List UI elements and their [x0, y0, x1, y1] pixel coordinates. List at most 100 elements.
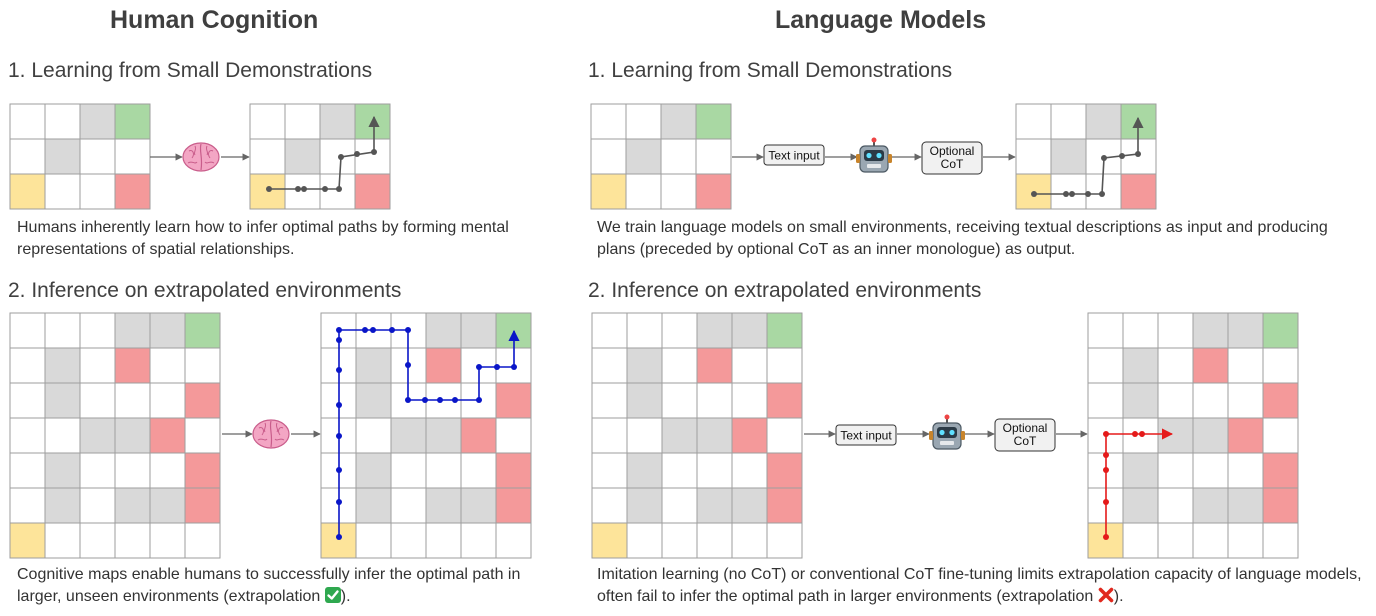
- right-section1-title: 1. Learning from Small Demonstrations: [588, 59, 953, 82]
- path-node: [1099, 191, 1105, 197]
- grid-cell-empty: [660, 173, 697, 210]
- path-node: [1101, 155, 1107, 161]
- grid-cell-empty: [184, 417, 221, 454]
- grid-cell-hazard: [1262, 452, 1299, 489]
- grid-cell-wall: [79, 417, 116, 454]
- grid-cell-empty: [149, 347, 186, 384]
- grid-cell-empty: [79, 138, 116, 175]
- grid-cell-hazard: [1227, 417, 1264, 454]
- grid-cell-empty: [661, 522, 698, 559]
- grid-cell-empty: [661, 487, 698, 524]
- grid-cell-empty: [766, 522, 803, 559]
- grid-cell-wall: [1122, 452, 1159, 489]
- grid-cell-wall: [44, 138, 81, 175]
- grid-cell-hazard: [114, 347, 151, 384]
- path-node: [336, 367, 342, 373]
- grid-cell-hazard: [460, 417, 497, 454]
- path-node: [452, 397, 458, 403]
- grid-cell-empty: [1192, 452, 1229, 489]
- grid-cell-empty: [1015, 138, 1052, 175]
- path-node: [422, 397, 428, 403]
- grid-cell-wall: [626, 347, 663, 384]
- grid-cell-empty: [495, 417, 532, 454]
- grid-cell-empty: [79, 312, 116, 349]
- grid-large-model-output: [1087, 312, 1299, 559]
- check-mark-icon: [324, 587, 341, 603]
- cross-mark-icon: [1098, 587, 1114, 603]
- path-node: [405, 362, 411, 368]
- grid-cell-empty: [149, 382, 186, 419]
- left-caption2-end: ).: [340, 588, 351, 605]
- grid-cell-hazard: [1120, 173, 1157, 210]
- grid-cell-empty: [9, 138, 46, 175]
- grid-cell-empty: [79, 487, 116, 524]
- grid-cell-empty: [1087, 312, 1124, 349]
- grid-cell-goal: [114, 103, 151, 140]
- path-node: [370, 327, 376, 333]
- text-input-label-bottom: Text input: [840, 429, 892, 443]
- path-node: [1139, 431, 1145, 437]
- grid-small-model-input: [590, 103, 732, 210]
- grid-small-human-input: [9, 103, 151, 210]
- grid-cell-wall: [114, 312, 151, 349]
- optional-cot-line2-bottom: CoT: [1014, 434, 1037, 448]
- optional-cot-line2-top: CoT: [941, 157, 964, 171]
- path-node: [476, 397, 482, 403]
- path-node: [295, 186, 301, 192]
- robot-icon: [929, 414, 965, 450]
- path-node: [336, 337, 342, 343]
- path-node: [322, 186, 328, 192]
- grid-cell-hazard: [1262, 382, 1299, 419]
- left-heading: Human Cognition: [110, 6, 319, 34]
- grid-cell-wall: [44, 452, 81, 489]
- grid-cell-empty: [495, 522, 532, 559]
- path-node: [437, 397, 443, 403]
- grid-cell-empty: [184, 347, 221, 384]
- text-input-label-top: Text input: [768, 149, 820, 163]
- path-node: [336, 433, 342, 439]
- path-node: [1103, 499, 1109, 505]
- grid-cell-wall: [1157, 417, 1194, 454]
- path-node: [362, 327, 368, 333]
- grid-cell-wall: [731, 487, 768, 524]
- path-node: [405, 327, 411, 333]
- path-large-human-line: [338, 329, 520, 537]
- grid-cell-empty: [1157, 487, 1194, 524]
- grid-cell-empty: [390, 487, 427, 524]
- grid-cell-wall: [355, 382, 392, 419]
- grid-cell-wall: [625, 138, 662, 175]
- path-node: [1119, 153, 1125, 159]
- grid-cell-wall: [355, 487, 392, 524]
- path-node: [336, 499, 342, 505]
- right-caption2: Imitation learning (no CoT) or conventio…: [597, 564, 1372, 608]
- grid-cell-wall: [696, 312, 733, 349]
- grid-cell-empty: [1262, 347, 1299, 384]
- grid-cell-start: [590, 173, 627, 210]
- optional-cot-line1-bottom: Optional: [1003, 421, 1048, 435]
- grid-cell-empty: [9, 417, 46, 454]
- path-node: [1103, 431, 1109, 437]
- grid-cell-empty: [249, 103, 286, 140]
- right-caption1: We train language models on small enviro…: [597, 219, 1328, 258]
- grid-cell-empty: [149, 522, 186, 559]
- grid-cell-wall: [425, 312, 462, 349]
- grid-cell-empty: [9, 452, 46, 489]
- path-node: [338, 154, 344, 160]
- grid-cell-wall: [1085, 103, 1122, 140]
- grid-cell-wall: [44, 487, 81, 524]
- grid-cell-empty: [626, 417, 663, 454]
- grid-cell-empty: [1227, 382, 1264, 419]
- grid-cell-empty: [79, 173, 116, 210]
- grid-cell-hazard: [184, 487, 221, 524]
- right-caption2-end: ).: [1113, 588, 1124, 605]
- path-node: [371, 149, 377, 155]
- grid-cell-empty: [766, 347, 803, 384]
- grid-cell-empty: [9, 382, 46, 419]
- grid-cell-hazard: [184, 452, 221, 489]
- grid-cell-wall: [114, 487, 151, 524]
- path-node: [1069, 191, 1075, 197]
- grid-cell-wall: [1050, 138, 1087, 175]
- grid-cell-wall: [460, 487, 497, 524]
- grid-cell-empty: [425, 522, 462, 559]
- grid-cell-empty: [390, 522, 427, 559]
